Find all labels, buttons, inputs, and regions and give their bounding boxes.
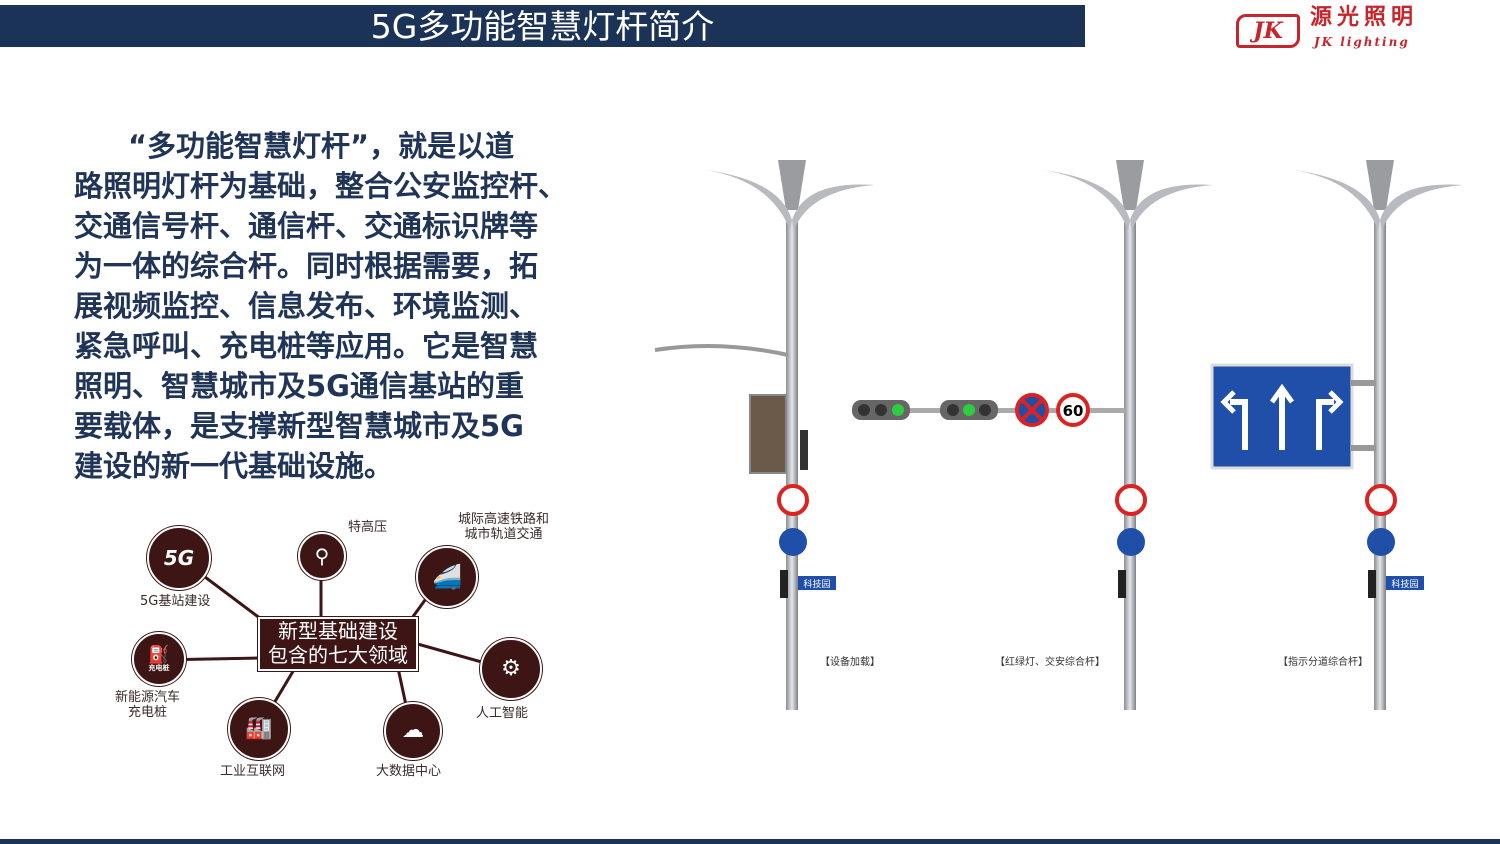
intro-line: 交通信号杆、通信杆、交通标识牌等 — [74, 209, 539, 243]
label-line: 新能源汽车 — [115, 690, 181, 705]
node-5g: 5G — [147, 526, 211, 590]
intro-line: 路照明灯杆为基础，整合公安监控杆、 — [74, 169, 568, 203]
page-title: 5G多功能智慧灯杆简介 — [370, 7, 715, 46]
lane-arrows-icon — [1220, 383, 1344, 450]
ai-head-icon: ⚙ — [480, 638, 542, 700]
intro-line: 为一体的综合杆。同时根据需要，拓 — [74, 249, 539, 283]
node-5g-label: 5G基站建设 — [140, 594, 211, 609]
cloud-server-icon: ☁ — [384, 702, 442, 760]
intro-line: “多功能智慧灯杆”，就是以道 — [128, 129, 515, 163]
infrastructure-diagram: 5G 5G基站建设 ⚲ 特高压 🚄 城际高速铁路和城市轨道交通 ⛽充电桩 新能源… — [100, 510, 580, 790]
diagram-center-box: 新型基础建设 包含的七大领域 — [258, 617, 418, 671]
center-line: 包含的七大领域 — [268, 643, 408, 667]
intro-paragraph: “多功能智慧灯杆”，就是以道 路照明灯杆为基础，整合公安监控杆、 交通信号杆、通… — [74, 126, 567, 486]
intro-line: 展视频监控、信息发布、环境监测、 — [74, 289, 539, 323]
pole-caption: 【指示分道综合杆】 — [1278, 657, 1368, 668]
footer-line — [0, 839, 1500, 844]
logo-mark: JK — [1236, 14, 1300, 48]
intro-line: 照明、智慧城市及5G通信基站的重 — [74, 369, 524, 403]
street-sign-text: 科技园 — [1391, 578, 1418, 590]
node-industrial-label: 工业互联网 — [220, 764, 286, 779]
logo-en-text: JK lighting — [1314, 35, 1410, 49]
tower-icon: ⚲ — [298, 532, 346, 580]
title-bar — [0, 5, 1085, 47]
node-rail-label: 城际高速铁路和城市轨道交通 — [458, 512, 549, 542]
pole-caption: 【红绿灯、交安综合杆】 — [995, 657, 1105, 668]
logo-cn-text: 源光照明 — [1310, 4, 1419, 30]
center-line: 新型基础建设 — [278, 619, 398, 643]
street-sign-text: 科技园 — [803, 578, 830, 590]
smart-poles-illustration: 科技园 60 科技园 — [654, 160, 1463, 710]
intro-line: 要载体，是支撑新型智慧城市及5G — [74, 409, 524, 443]
company-logo: JK 源光照明 JK lighting — [1232, 4, 1452, 54]
pole-equipment: 科技园 — [654, 160, 875, 710]
intro-line: 建设的新一代基础设施。 — [74, 449, 394, 483]
speed-limit-text: 60 — [1063, 402, 1084, 420]
charger-icon-text: 充电桩 — [148, 663, 170, 672]
pole-caption: 【设备加载】 — [820, 657, 880, 668]
node-ai-label: 人工智能 — [476, 706, 529, 721]
label-line: 城市轨道交通 — [464, 527, 543, 542]
node-ev-label: 新能源汽车充电桩 — [115, 690, 180, 720]
factory-icon: 🏭 — [228, 698, 290, 760]
pole-traffic-signal: 60 — [852, 160, 1213, 710]
label-line: 充电桩 — [128, 705, 168, 720]
intro-line: 紧急呼叫、充电桩等应用。它是智慧 — [74, 329, 539, 363]
node-bigdata-label: 大数据中心 — [376, 764, 442, 779]
charger-icon: ⛽充电桩 — [132, 632, 186, 686]
label-line: 城际高速铁路和 — [458, 512, 550, 527]
train-icon: 🚄 — [416, 546, 478, 608]
pole-lane-guide: 科技园 — [1210, 160, 1463, 710]
node-uhv-label: 特高压 — [348, 520, 388, 535]
